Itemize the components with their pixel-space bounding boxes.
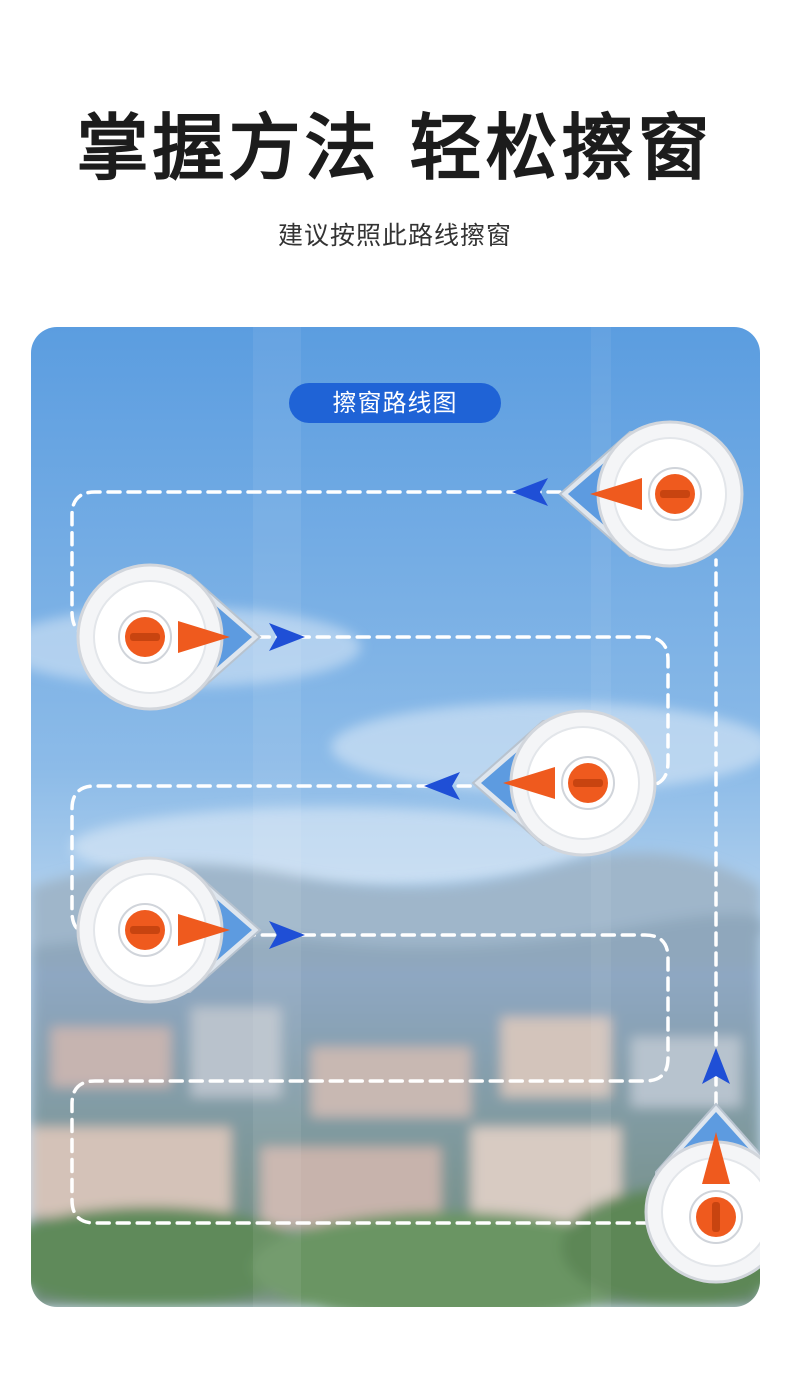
triangle-arrow-icon [269, 921, 305, 949]
route-map-badge: 擦窗路线图 [289, 383, 501, 423]
window-cleaner-device-icon [471, 709, 657, 857]
page-subtitle: 建议按照此路线擦窗 [277, 221, 512, 250]
triangle-arrow-icon [512, 478, 548, 506]
window-cleaner-device-icon [76, 563, 262, 711]
panel-bottom-mask [0, 1307, 790, 1399]
window-cleaner-device-icon [644, 1102, 788, 1284]
window-cleaner-device-icon [76, 856, 262, 1004]
triangle-arrow-icon [702, 1048, 730, 1084]
triangle-arrow-icon [424, 772, 460, 800]
window-cleaner-device-icon [558, 420, 744, 568]
page-title: 掌握方法 轻松擦窗 [76, 106, 714, 190]
triangle-arrow-icon [269, 623, 305, 651]
